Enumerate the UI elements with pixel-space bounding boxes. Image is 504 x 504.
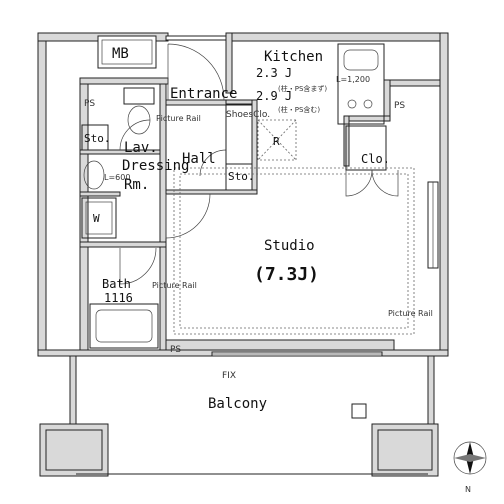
label-picture-rail-studio: Picture Rail: [388, 309, 433, 318]
label-kitchen-size-2: 2.9 J: [256, 89, 292, 103]
label-kitchen-size-1: 2.3 J: [256, 66, 292, 80]
refrigerator-space: [257, 119, 297, 161]
windows: [165, 35, 439, 357]
label-bath-size: 1116: [104, 291, 133, 305]
label-shoes-closet: ShoesClo.: [226, 110, 270, 120]
label-ps-top-left: PS: [84, 99, 95, 109]
label-closet: Clo.: [361, 152, 390, 166]
label-kitchen-length: L=1,200: [336, 75, 370, 84]
label-mb: MB: [112, 46, 129, 62]
label-lav: Lav.: [124, 140, 158, 156]
label-kitchen: Kitchen: [264, 49, 323, 65]
kitchen-fixtures: [337, 43, 387, 171]
label-entrance: Entrance: [170, 86, 237, 102]
label-rm: Rm.: [124, 177, 149, 193]
picture-rail-lines: [173, 167, 415, 335]
interior-doors: [119, 103, 253, 285]
label-hall: Hall: [182, 151, 216, 167]
label-ps-bottom: PS: [170, 345, 181, 355]
label-balcony: Balcony: [208, 396, 267, 412]
label-lav-length: L=600: [104, 173, 130, 182]
label-compass-north: N: [465, 485, 471, 494]
label-kitchen-note-1: (柱・PS含まず): [278, 84, 327, 93]
closet-doors: [345, 169, 399, 197]
label-dressing: Dressing: [122, 158, 189, 174]
label-washer: W: [93, 212, 100, 225]
label-storage-hall: Sto.: [228, 170, 255, 183]
balcony-structure: [39, 355, 439, 477]
lavatory-fixtures: [81, 87, 155, 239]
label-storage-left: Sto.: [84, 132, 111, 145]
label-fix: FIX: [222, 371, 236, 381]
label-picture-rail-entrance: Picture Rail: [156, 114, 201, 123]
walls: [37, 32, 449, 357]
mb-box: [97, 35, 157, 69]
label-studio: Studio: [264, 238, 315, 254]
label-ps-right: PS: [394, 101, 405, 111]
bathtub: [89, 303, 159, 349]
label-studio-size: (7.3J): [254, 264, 319, 285]
entrance-door: [167, 43, 225, 101]
room-labels: MB Kitchen 2.3 J (柱・PS含まず) 2.9 J (柱・PS含む…: [84, 46, 471, 494]
label-bath: Bath: [102, 277, 131, 291]
label-refrigerator: R: [273, 135, 280, 148]
label-kitchen-note-2: (柱・PS含む): [278, 105, 320, 114]
label-picture-rail-bath: Picture Rail: [152, 281, 197, 290]
compass-icon: [453, 441, 487, 475]
